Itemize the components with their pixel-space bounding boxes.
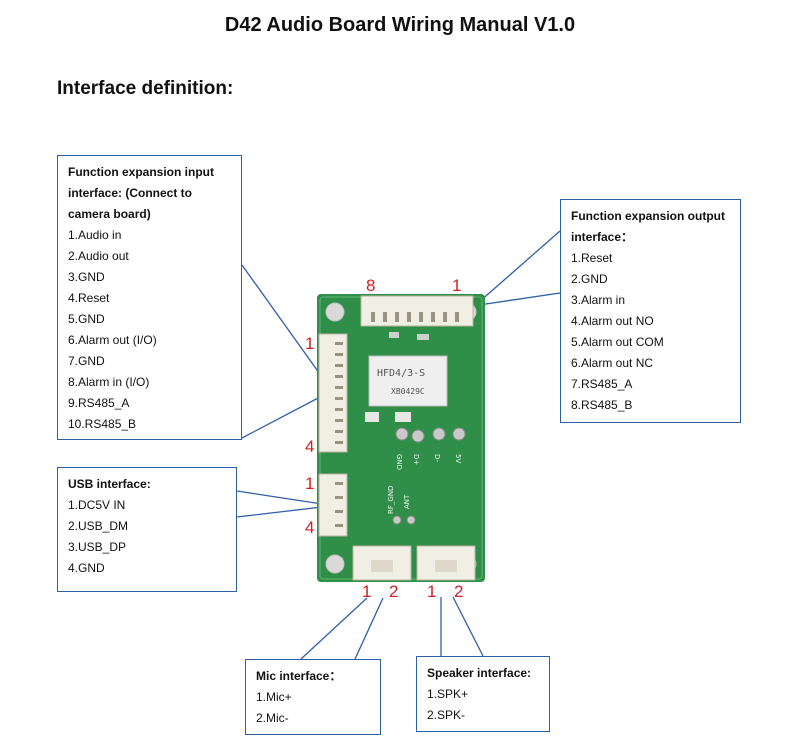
list-item: 8.RS485_B — [571, 398, 633, 412]
list-item: 2.SPK- — [427, 708, 466, 722]
input-connector — [318, 333, 348, 453]
list-item: 7.RS485_A — [571, 377, 633, 391]
usb-callout-line-1 — [236, 490, 323, 505]
list-item: 6.Alarm out NC — [571, 356, 654, 370]
list-item: 4.GND — [68, 561, 105, 575]
silk-5v: 5V — [454, 454, 462, 463]
output-interface-box: Function expansion output interface： 1.R… — [560, 199, 741, 423]
mic-callout-line-1 — [300, 597, 368, 660]
silk-ant: ANT — [403, 494, 411, 509]
silk-gnd: GND — [395, 454, 403, 470]
list-item: 4.Alarm out NO — [571, 314, 654, 328]
list-item: 10.RS485_B — [68, 417, 137, 431]
input-callout-line-1 — [241, 264, 323, 378]
input-interface-box: Function expansion input interface: (Con… — [57, 155, 242, 440]
silk-rf-gnd: RF_GND — [387, 486, 395, 514]
list-item: 9.RS485_A — [68, 396, 130, 410]
list-item: 5.Alarm out COM — [571, 335, 664, 349]
list-item: 2.Audio out — [68, 249, 129, 263]
list-item: 2.Mic- — [256, 711, 289, 725]
output-callout-line-2 — [478, 292, 561, 306]
output-interface-heading: Function expansion output interface： — [571, 209, 725, 244]
section-heading: Interface definition: — [57, 78, 234, 99]
mic-interface-heading: Mic interface： — [256, 669, 342, 683]
mic-callout-line-2 — [354, 597, 384, 660]
mic-interface-box: Mic interface： 1.Mic+ 2.Mic- — [245, 659, 381, 735]
usb-interface-heading: USB interface: — [68, 477, 151, 491]
audio-board-image: HFD4/3-S XB0429C GND D+ D- 5V RF_GND ANT — [317, 294, 485, 582]
silk-dminus: D- — [433, 454, 441, 462]
speaker-interface-heading: Speaker interface: — [427, 666, 532, 680]
pin-label-mic-1: 1 — [362, 582, 372, 601]
pin-label-output-1: 1 — [452, 276, 462, 295]
spk-callout-line-2 — [452, 596, 484, 657]
list-item: 3.USB_DP — [68, 540, 127, 554]
usb-interface-box: USB interface: 1.DC5V IN 2.USB_DM 3.USB_… — [57, 467, 237, 592]
list-item: 1.Reset — [571, 251, 613, 265]
list-item: 3.GND — [68, 270, 105, 284]
pin-label-mic-2: 2 — [389, 582, 399, 601]
list-item: 2.USB_DM — [68, 519, 129, 533]
output-connector — [360, 295, 474, 327]
pin-label-usb-4: 4 — [305, 518, 315, 537]
list-item: 4.Reset — [68, 291, 110, 305]
input-callout-line-2 — [241, 395, 323, 439]
list-item: 7.GND — [68, 354, 105, 368]
list-item: 8.Alarm in (I/O) — [68, 375, 150, 389]
list-item: 1.SPK+ — [427, 687, 469, 701]
pin-label-usb-1: 1 — [305, 474, 315, 493]
pin-label-output-8: 8 — [366, 276, 376, 295]
silk-dplus: D+ — [412, 454, 420, 465]
usb-callout-line-2 — [236, 506, 323, 518]
list-item: 1.DC5V IN — [68, 498, 126, 512]
list-item: 2.GND — [571, 272, 608, 286]
speaker-interface-box: Speaker interface: 1.SPK+ 2.SPK- — [416, 656, 550, 732]
list-item: 1.Mic+ — [256, 690, 292, 704]
list-item: 6.Alarm out (I/O) — [68, 333, 157, 347]
relay — [368, 355, 448, 407]
pin-label-spk-1: 1 — [427, 582, 437, 601]
list-item: 5.GND — [68, 312, 105, 326]
list-item: 3.Alarm in — [571, 293, 626, 307]
page-title: D42 Audio Board Wiring Manual V1.0 — [224, 14, 576, 36]
input-interface-heading: Function expansion input interface: (Con… — [68, 165, 214, 221]
relay-model-text: HFD4/3-S — [377, 368, 425, 379]
pin-label-spk-2: 2 — [454, 582, 464, 601]
relay-code-text: XB0429C — [391, 387, 425, 396]
pin-label-input-1: 1 — [305, 334, 315, 353]
output-callout-line-1 — [478, 230, 561, 303]
list-item: 1.Audio in — [68, 228, 122, 242]
pin-label-input-4: 4 — [305, 437, 315, 456]
